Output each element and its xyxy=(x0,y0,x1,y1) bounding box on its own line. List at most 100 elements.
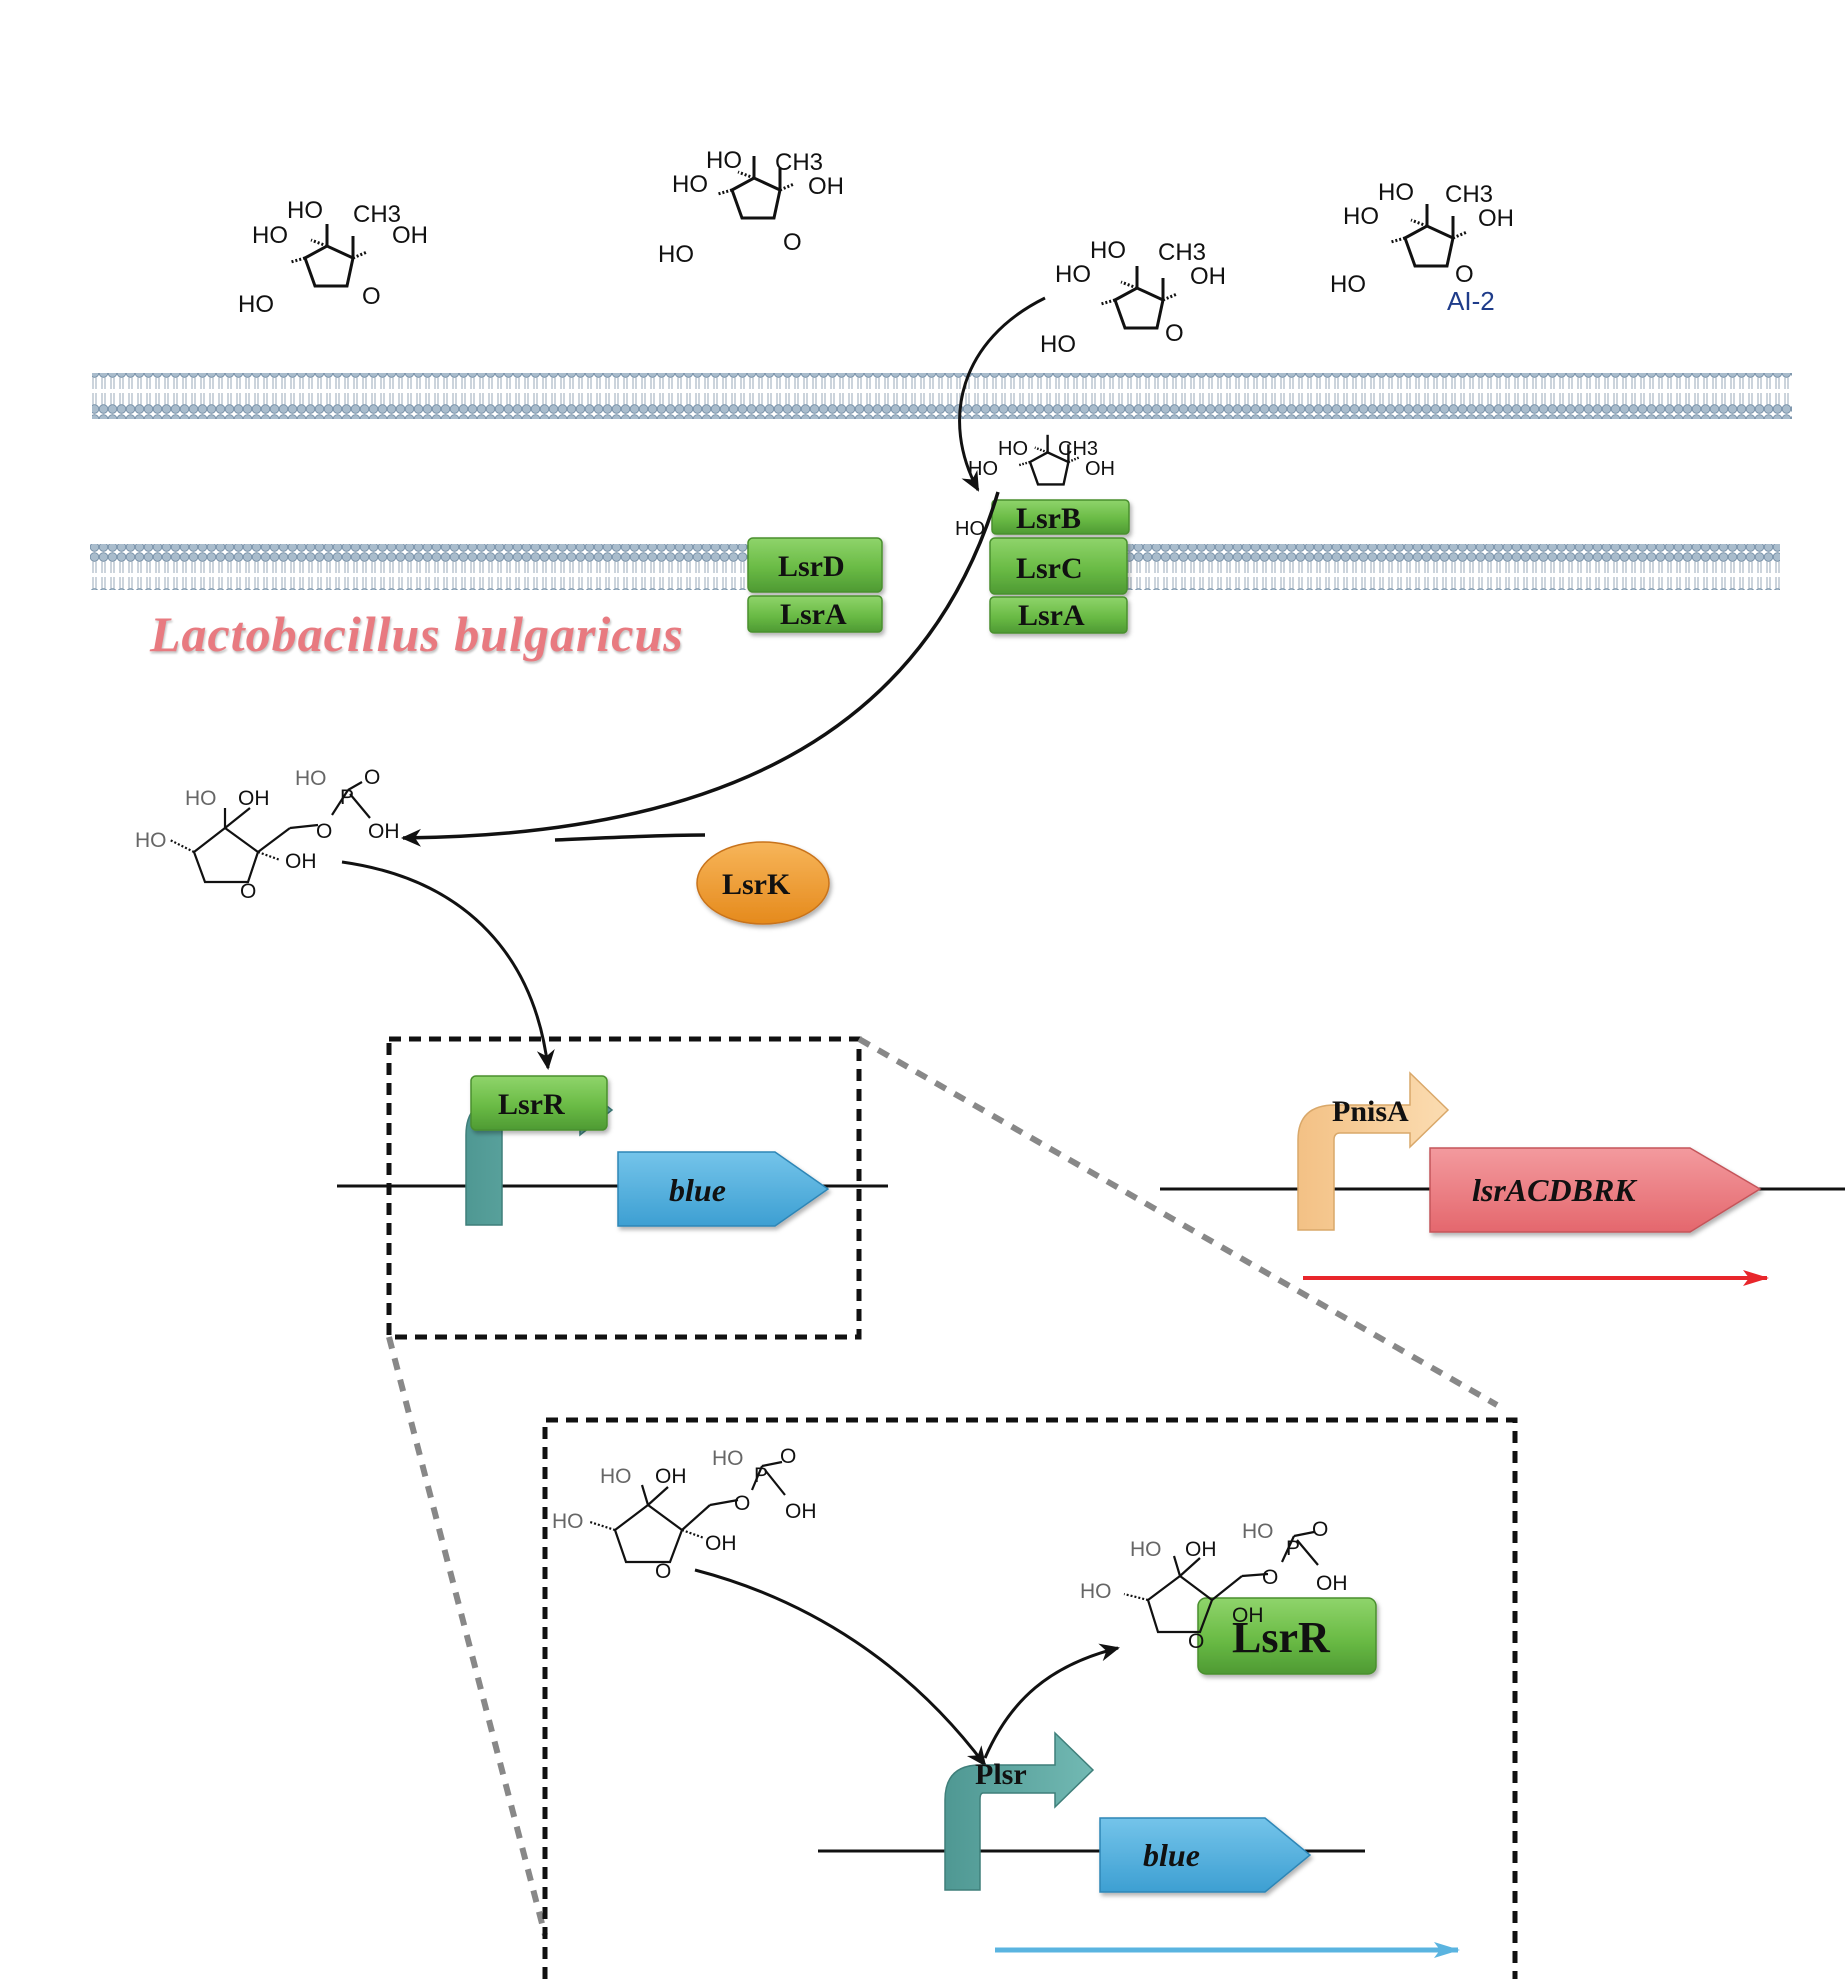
atom-ch3: CH3 xyxy=(1058,438,1098,460)
ai2-molecule-3 xyxy=(1099,264,1179,330)
lsrD-box xyxy=(747,537,883,593)
atom-ch3: CH3 xyxy=(1445,181,1493,208)
lsrB-box xyxy=(991,499,1130,535)
lsrC-label: LsrC xyxy=(1016,552,1083,585)
plsr-label: Plsr xyxy=(975,1758,1027,1791)
atom-ho: HO xyxy=(1343,203,1379,230)
atom-oh: OH xyxy=(1232,1604,1264,1627)
atom-oh: OH xyxy=(1185,1538,1217,1561)
outer-membrane xyxy=(92,373,1792,419)
atom-o: O xyxy=(1188,1630,1204,1653)
atom-ho: HO xyxy=(252,222,288,249)
atom-oh: OH xyxy=(1190,263,1226,290)
atom-ho: HO xyxy=(552,1510,584,1533)
atom-ho: HO xyxy=(1242,1520,1274,1543)
atom-o: O xyxy=(316,820,332,843)
atom-o: O xyxy=(655,1560,671,1583)
atom-p: P xyxy=(340,786,354,809)
plsr-promoter-large xyxy=(944,1731,1095,1891)
atom-oh: OH xyxy=(1085,458,1115,480)
atom-ho: HO xyxy=(998,438,1028,460)
atom-o: O xyxy=(1165,320,1184,347)
lsrA-label-left: LsrA xyxy=(780,598,847,631)
atom-ho: HO xyxy=(955,518,985,540)
atom-oh: OH xyxy=(238,787,270,810)
atom-ho: HO xyxy=(1378,179,1414,206)
atom-oh: OH xyxy=(368,820,400,843)
blue-gene-top xyxy=(617,1151,830,1227)
atom-oh: OH xyxy=(392,222,428,249)
atom-p: P xyxy=(1286,1537,1300,1560)
atom-oh: OH xyxy=(705,1532,737,1555)
atom-o: O xyxy=(240,880,256,903)
atom-ho: HO xyxy=(1055,261,1091,288)
zoom-binding-arrow xyxy=(694,1568,987,1767)
phosphorylation-arrow xyxy=(401,491,1000,847)
atom-ho: HO xyxy=(706,147,742,174)
lsrR-binding-arrow xyxy=(341,860,555,1070)
atom-o: O xyxy=(783,229,802,256)
lsrR-label-small: LsrR xyxy=(498,1088,565,1121)
lsrB-label: LsrB xyxy=(1016,502,1081,535)
lsrR-label-large: LsrR xyxy=(1232,1613,1331,1662)
pnisA-promoter xyxy=(1297,1071,1450,1231)
atom-oh: OH xyxy=(1478,205,1514,232)
atom-ho: HO xyxy=(287,197,323,224)
atom-ho: HO xyxy=(712,1447,744,1470)
atom-ho: HO xyxy=(135,829,167,852)
atom-oh: OH xyxy=(655,1465,687,1488)
ai2-label: AI-2 xyxy=(1447,286,1495,316)
lsrA-box-right xyxy=(989,596,1128,634)
lsrR-box-large xyxy=(1197,1597,1377,1675)
atom-ho: HO xyxy=(672,171,708,198)
atom-ho: HO xyxy=(600,1465,632,1488)
atom-o: O xyxy=(1455,261,1474,288)
lsrA-box-left xyxy=(747,595,883,633)
ai2-molecule-4 xyxy=(1389,202,1469,268)
atom-o: O xyxy=(734,1492,750,1515)
atom-ho: HO xyxy=(238,291,274,318)
atom-ch3: CH3 xyxy=(775,149,823,176)
atom-oh: OH xyxy=(1316,1572,1348,1595)
blue-gene-top-label: blue xyxy=(669,1172,726,1208)
atom-ho: HO xyxy=(1080,1580,1112,1603)
lsrA-label-right: LsrA xyxy=(1018,599,1085,632)
zoom-line-right xyxy=(857,1036,1499,1408)
atom-o: O xyxy=(364,766,380,789)
atom-o: O xyxy=(1312,1518,1328,1541)
blue-gene-bottom xyxy=(1099,1817,1312,1893)
atom-ho: HO xyxy=(658,241,694,268)
atom-oh: OH xyxy=(808,173,844,200)
atom-ho: HO xyxy=(1330,271,1366,298)
phospho-ai2-molecule xyxy=(169,781,371,884)
lsrC-box xyxy=(989,537,1128,595)
lsrK-ellipse xyxy=(696,841,830,925)
atom-oh: OH xyxy=(285,850,317,873)
inner-membrane-right xyxy=(1125,544,1780,590)
atom-oh: OH xyxy=(785,1500,817,1523)
lsrK-label: LsrK xyxy=(722,868,791,901)
atom-ho: HO xyxy=(185,787,217,810)
phospho-ai2-molecule-zoom-1 xyxy=(589,1460,786,1564)
blue-gene-bottom-label: blue xyxy=(1143,1837,1200,1873)
atom-ch3: CH3 xyxy=(1158,239,1206,266)
ai2-molecule-1 xyxy=(289,222,369,288)
inner-membrane-left xyxy=(90,544,750,590)
lsrD-label: LsrD xyxy=(778,550,845,583)
zoom-release-arrow xyxy=(983,1643,1120,1759)
zoom-box-small xyxy=(386,1036,862,1340)
import-arrow xyxy=(958,296,1046,492)
atom-p: P xyxy=(754,1464,768,1487)
zoom-box-large xyxy=(542,1417,1518,1979)
transporter-complex xyxy=(747,499,1130,634)
pnisA-label: PnisA xyxy=(1332,1095,1409,1128)
organism-label: Lactobacillus bulgaricus xyxy=(150,606,684,662)
atom-o: O xyxy=(362,283,381,310)
atom-o: O xyxy=(1262,1566,1278,1589)
atom-ho: HO xyxy=(1090,237,1126,264)
atom-o: O xyxy=(780,1445,796,1468)
zoom-line-left xyxy=(386,1336,548,1936)
phospho-ai2-molecule-zoom-2 xyxy=(1123,1530,1319,1634)
lsrK-tick xyxy=(554,833,706,842)
